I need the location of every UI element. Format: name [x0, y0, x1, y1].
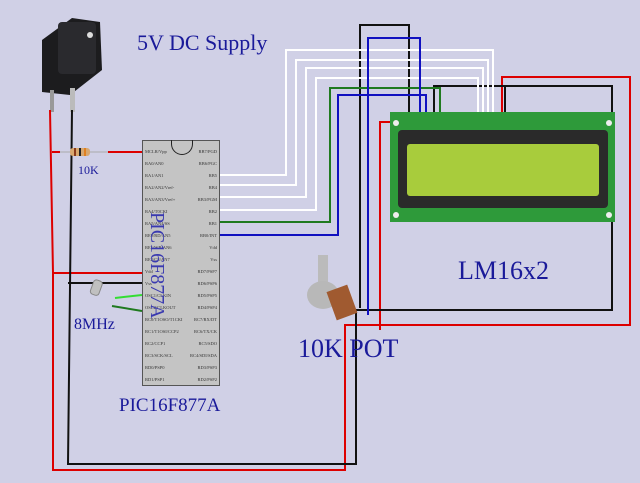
pin-label: RB3/PGM	[197, 197, 217, 202]
pin-label: RD2/PSP2	[197, 377, 217, 382]
pin-label: RA0/AN0	[145, 161, 164, 166]
pin-label: RC5/SDO	[198, 341, 217, 346]
label-mcu: PIC16F877A	[119, 395, 221, 416]
pin-label: OSC2/CLKOUT	[145, 305, 176, 310]
pin-label: RA4/T0CKI	[145, 209, 168, 214]
pin-label: RB5	[208, 173, 217, 178]
pin-label: Vss	[145, 281, 152, 286]
pin-label: RA5/AN4/SS	[145, 221, 170, 226]
pin-label: RB6/PGC	[198, 161, 217, 166]
pin-label: RB7/PGD	[198, 149, 217, 154]
pin-label: RC7/RX/DT	[193, 317, 217, 322]
pin-label: RE0/RD/AN5	[145, 233, 171, 238]
wire-data-bus	[220, 49, 494, 211]
wire-gnd	[66, 24, 613, 465]
pin-label: RE2/CS/AN7	[145, 257, 170, 262]
pin-label: RD4/PSP4	[197, 305, 217, 310]
crystal-8mhz	[89, 279, 103, 296]
lcd-module	[390, 112, 615, 222]
pin-label: RD5/PSP5	[197, 293, 217, 298]
title-5v-supply: 5V DC Supply	[137, 30, 268, 55]
resistor-10k	[60, 148, 108, 156]
label-resistor: 10K	[78, 163, 99, 177]
pin-label: RB2	[208, 209, 217, 214]
pin-label: RB4	[208, 185, 217, 190]
pin-label: RA2/AN2/Vref-	[145, 185, 175, 190]
dc-jack	[42, 18, 102, 112]
wire-osc2	[111, 305, 143, 312]
potentiometer	[307, 255, 358, 321]
pin-label: MCLR/Vpp	[145, 149, 167, 154]
pin-label: RC3/SCK/SCL	[145, 353, 173, 358]
pin-label: RC1/T1OSI/CCP2	[145, 329, 179, 334]
label-crystal: 8MHz	[74, 316, 115, 333]
pin-label: Vdd	[209, 245, 217, 250]
pin-label: RB0/INT	[199, 233, 217, 238]
chip-notch	[171, 140, 193, 155]
chip-marking: PIC16F877A	[146, 212, 168, 319]
pin-label: RE1/WR/AN6	[145, 245, 172, 250]
pin-label: Vdd	[145, 269, 153, 274]
pin-label: RD7/PSP7	[197, 269, 217, 274]
pin-label: RC6/TX/CK	[193, 329, 217, 334]
label-lcd: LM16x2	[458, 256, 549, 285]
pin-label: RC0/T1OSO/T1CKI	[145, 317, 183, 322]
pin-label: RC4/SDI/SDA	[189, 353, 217, 358]
pin-label: RB1	[208, 221, 217, 226]
pin-label: OSC1/CLKIN	[145, 293, 172, 298]
pin-label: Vss	[210, 257, 217, 262]
wire-en	[220, 37, 427, 315]
label-pot: 10K POT	[298, 334, 399, 363]
pin-label: RA3/AN3/Vref+	[145, 197, 176, 202]
pin-label: RA1/AN1	[145, 173, 164, 178]
pin-label: RD6/PSP6	[197, 281, 217, 286]
wire-osc1	[114, 294, 143, 299]
wire-rs	[220, 87, 441, 223]
pin-label: RC2/CCP1	[145, 341, 166, 346]
pin-label: RD1/PSP1	[145, 377, 165, 382]
pin-label: RD3/PSP3	[197, 365, 217, 370]
pin-label: RD0/PSP0	[145, 365, 165, 370]
